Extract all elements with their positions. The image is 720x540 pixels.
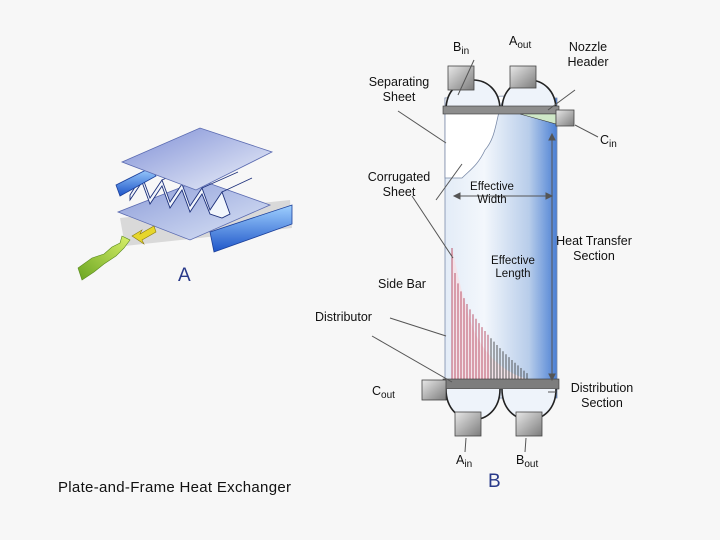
figure-label-a: A [178, 265, 191, 286]
label-b-out: Bout [516, 453, 539, 470]
label-a-out: Aout [509, 34, 532, 51]
label-distributor: Distributor [315, 310, 372, 324]
label-c-in: Cin [600, 133, 617, 150]
label-a-in: Ain [456, 453, 473, 470]
channel-lines [452, 248, 530, 380]
figure-title: Plate-and-Frame Heat Exchanger [58, 479, 292, 496]
label-b-in: Bin [453, 40, 470, 57]
label-c-out: Cout [372, 384, 395, 401]
exchanger-core-icon [421, 65, 575, 437]
label-side-bar: Side Bar [378, 277, 426, 291]
exploded-plate-assembly-icon [77, 127, 293, 281]
figure-label-b: B [488, 471, 501, 492]
leader-lines [371, 59, 599, 453]
